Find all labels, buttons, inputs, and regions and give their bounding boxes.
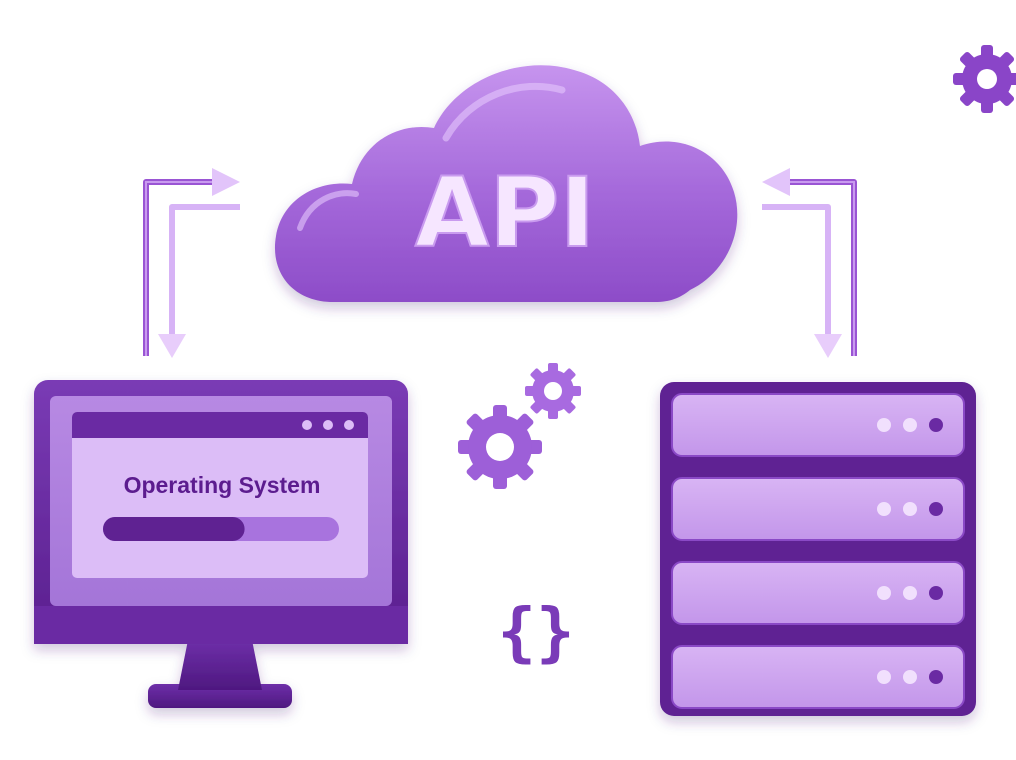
server-unit xyxy=(671,477,965,541)
monitor: Operating System xyxy=(34,380,408,708)
right-arrow-pair xyxy=(762,168,857,358)
gear-icon xyxy=(525,363,581,419)
monitor-stand-neck xyxy=(178,640,262,690)
os-window-title: Operating System xyxy=(124,472,321,498)
arrow-icon xyxy=(762,168,790,196)
left-arrow-pair xyxy=(143,168,240,358)
window-dot xyxy=(302,420,312,430)
arrow-icon xyxy=(814,334,842,358)
status-dot xyxy=(903,586,917,600)
arrow-icon xyxy=(762,204,831,336)
api-label: API xyxy=(415,157,595,269)
status-dot xyxy=(929,586,943,600)
arrow-icon xyxy=(158,334,186,358)
server-unit xyxy=(671,393,965,457)
arrow-icon xyxy=(212,168,240,196)
status-dot xyxy=(929,502,943,516)
gear-icon xyxy=(458,405,542,489)
status-dot xyxy=(877,502,891,516)
status-dot xyxy=(903,418,917,432)
cloud-icon xyxy=(274,65,738,302)
progress-fill xyxy=(103,517,245,541)
status-dot xyxy=(877,670,891,684)
window-dot xyxy=(323,420,333,430)
server-unit xyxy=(671,561,965,625)
status-dot xyxy=(929,418,943,432)
status-dot xyxy=(903,502,917,516)
arrow-icon xyxy=(169,204,240,336)
window-dot xyxy=(344,420,354,430)
server-icon xyxy=(660,382,976,716)
api-cloud: API xyxy=(274,65,738,302)
status-dot xyxy=(929,670,943,684)
status-dot xyxy=(877,418,891,432)
status-dot xyxy=(903,670,917,684)
gear-icon xyxy=(953,45,1016,113)
os-window: Operating System xyxy=(72,412,368,578)
curly-braces-icon: {} xyxy=(497,596,574,670)
server-rack xyxy=(660,382,976,716)
server-unit xyxy=(671,645,965,709)
status-dot xyxy=(877,586,891,600)
